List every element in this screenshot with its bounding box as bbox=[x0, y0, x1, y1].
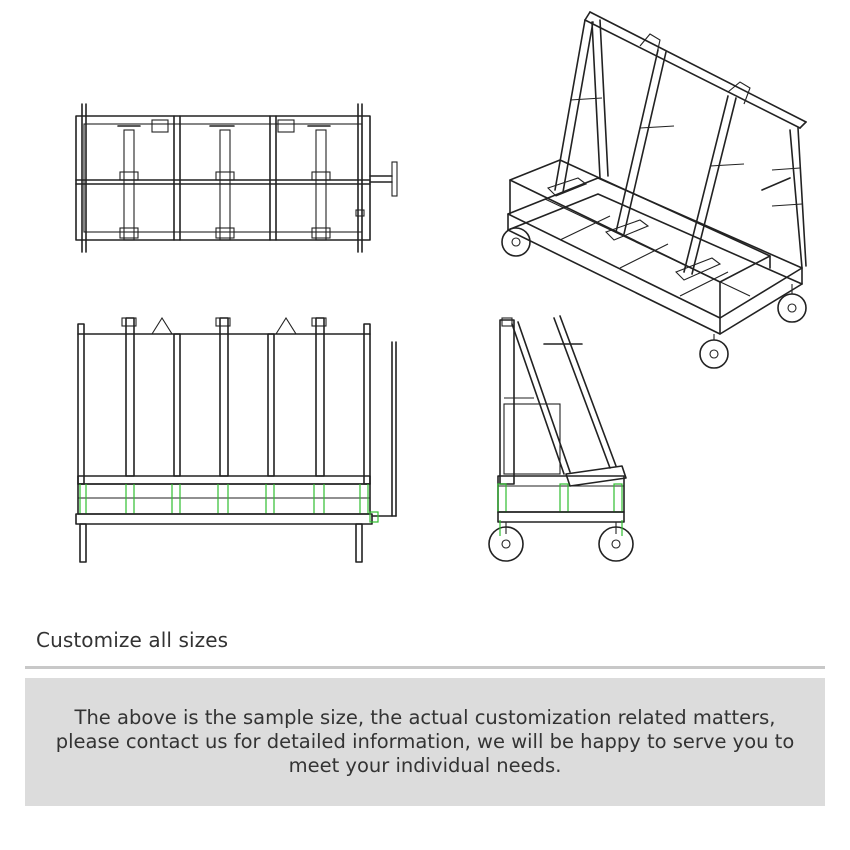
divider-line bbox=[25, 666, 825, 669]
info-text: The above is the sample size, the actual… bbox=[55, 706, 795, 777]
side-view-drawing bbox=[488, 315, 634, 562]
section-caption: Customize all sizes bbox=[36, 628, 229, 652]
info-box: The above is the sample size, the actual… bbox=[25, 678, 825, 806]
front-view-drawing bbox=[75, 316, 397, 563]
technical-drawings bbox=[75, 11, 807, 563]
top-view-drawing bbox=[75, 103, 398, 253]
isometric-view-drawing bbox=[501, 11, 807, 369]
